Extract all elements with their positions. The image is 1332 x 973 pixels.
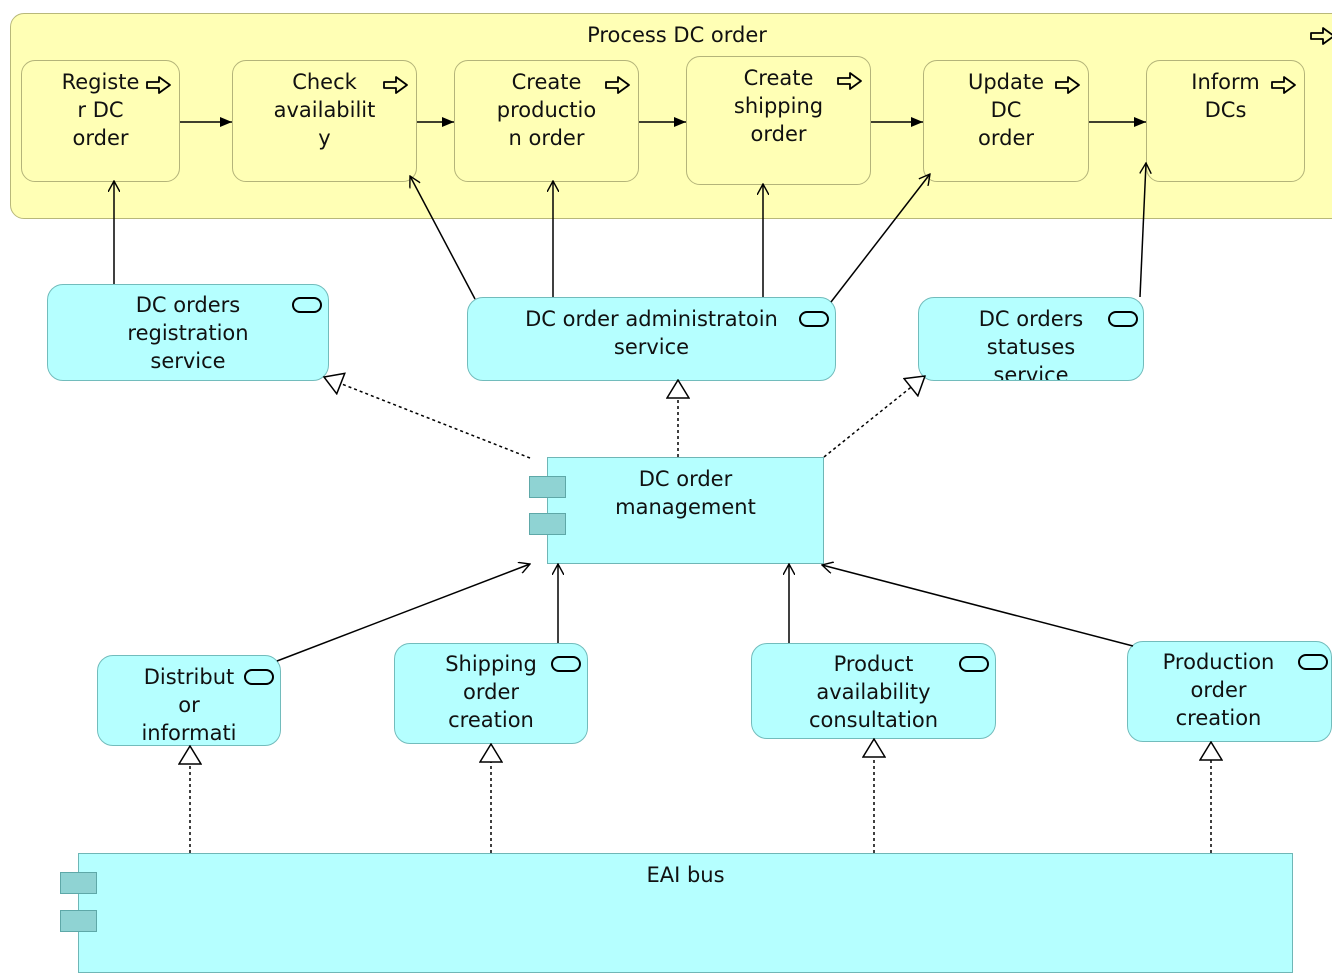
service-icon	[1108, 311, 1138, 327]
process-arrow-icon	[605, 76, 630, 94]
service-product-availability-consultation[interactable]: Product availability consultation	[751, 643, 996, 739]
process-arrow-icon	[1271, 76, 1296, 94]
service-icon	[799, 311, 829, 327]
process-label: Inform DCs	[1191, 70, 1260, 122]
service-label: DC order administratoin service	[525, 307, 778, 359]
process-create-shipping-order[interactable]: Create shipping order	[686, 56, 871, 185]
process-arrow-icon	[1055, 76, 1080, 94]
service-icon	[244, 669, 274, 685]
component-tab-icon	[60, 910, 97, 932]
component-tab-icon	[529, 513, 566, 535]
service-icon	[1298, 654, 1328, 670]
realization-links-bottom	[190, 739, 1211, 853]
service-label: Shipping order creation	[445, 652, 537, 732]
service-icon	[959, 656, 989, 672]
process-label: Create shipping order	[733, 66, 824, 146]
process-group-title: Process DC order	[587, 23, 767, 47]
service-label: Product availability consultation	[808, 652, 939, 732]
service-icon	[292, 297, 322, 313]
service-label: DC orders statuses service	[978, 307, 1084, 381]
service-distributor-information[interactable]: Distribut or informati	[97, 655, 281, 746]
process-arrow-icon	[146, 76, 171, 94]
process-label: Registe r DC order	[61, 70, 140, 150]
serve-production-to-management	[822, 565, 1134, 647]
service-shipping-order-creation[interactable]: Shipping order creation	[394, 643, 588, 744]
service-dc-order-administration[interactable]: DC order administratoin service	[467, 297, 836, 381]
service-label: DC orders registration service	[127, 293, 249, 373]
process-create-production-order[interactable]: Create productio n order	[454, 60, 639, 182]
component-tab-icon	[529, 476, 566, 498]
process-register-dc-order[interactable]: Registe r DC order	[21, 60, 180, 182]
component-eai-bus[interactable]: EAI bus	[78, 853, 1293, 973]
realize-statuses-service	[823, 376, 925, 458]
process-label: Update DC order	[967, 70, 1045, 150]
component-label: DC order management	[615, 467, 756, 519]
process-arrow-icon	[383, 76, 408, 94]
component-label: EAI bus	[646, 863, 725, 887]
service-production-order-creation[interactable]: Production order creation	[1127, 641, 1332, 742]
component-tab-icon	[60, 872, 97, 894]
process-arrow-icon	[837, 72, 862, 90]
service-icon	[551, 656, 581, 672]
process-label: Check availabilit y	[273, 70, 376, 150]
service-label: Production order creation	[1162, 650, 1275, 730]
service-dc-orders-statuses[interactable]: DC orders statuses service	[918, 297, 1144, 381]
component-dc-order-management[interactable]: DC order management	[547, 457, 824, 564]
realization-links-top	[324, 376, 925, 459]
service-label: Distribut or informati	[141, 665, 237, 745]
process-group[interactable]: Process DC order	[10, 13, 1332, 219]
process-label: Create productio n order	[496, 70, 597, 150]
realize-registration-service	[324, 377, 531, 459]
process-update-dc-order[interactable]: Update DC order	[923, 60, 1089, 182]
process-check-availability[interactable]: Check availabilit y	[232, 60, 417, 182]
process-arrow-icon	[1310, 27, 1332, 45]
service-dc-orders-registration[interactable]: DC orders registration service	[47, 284, 329, 381]
process-inform-dcs[interactable]: Inform DCs	[1146, 60, 1305, 182]
